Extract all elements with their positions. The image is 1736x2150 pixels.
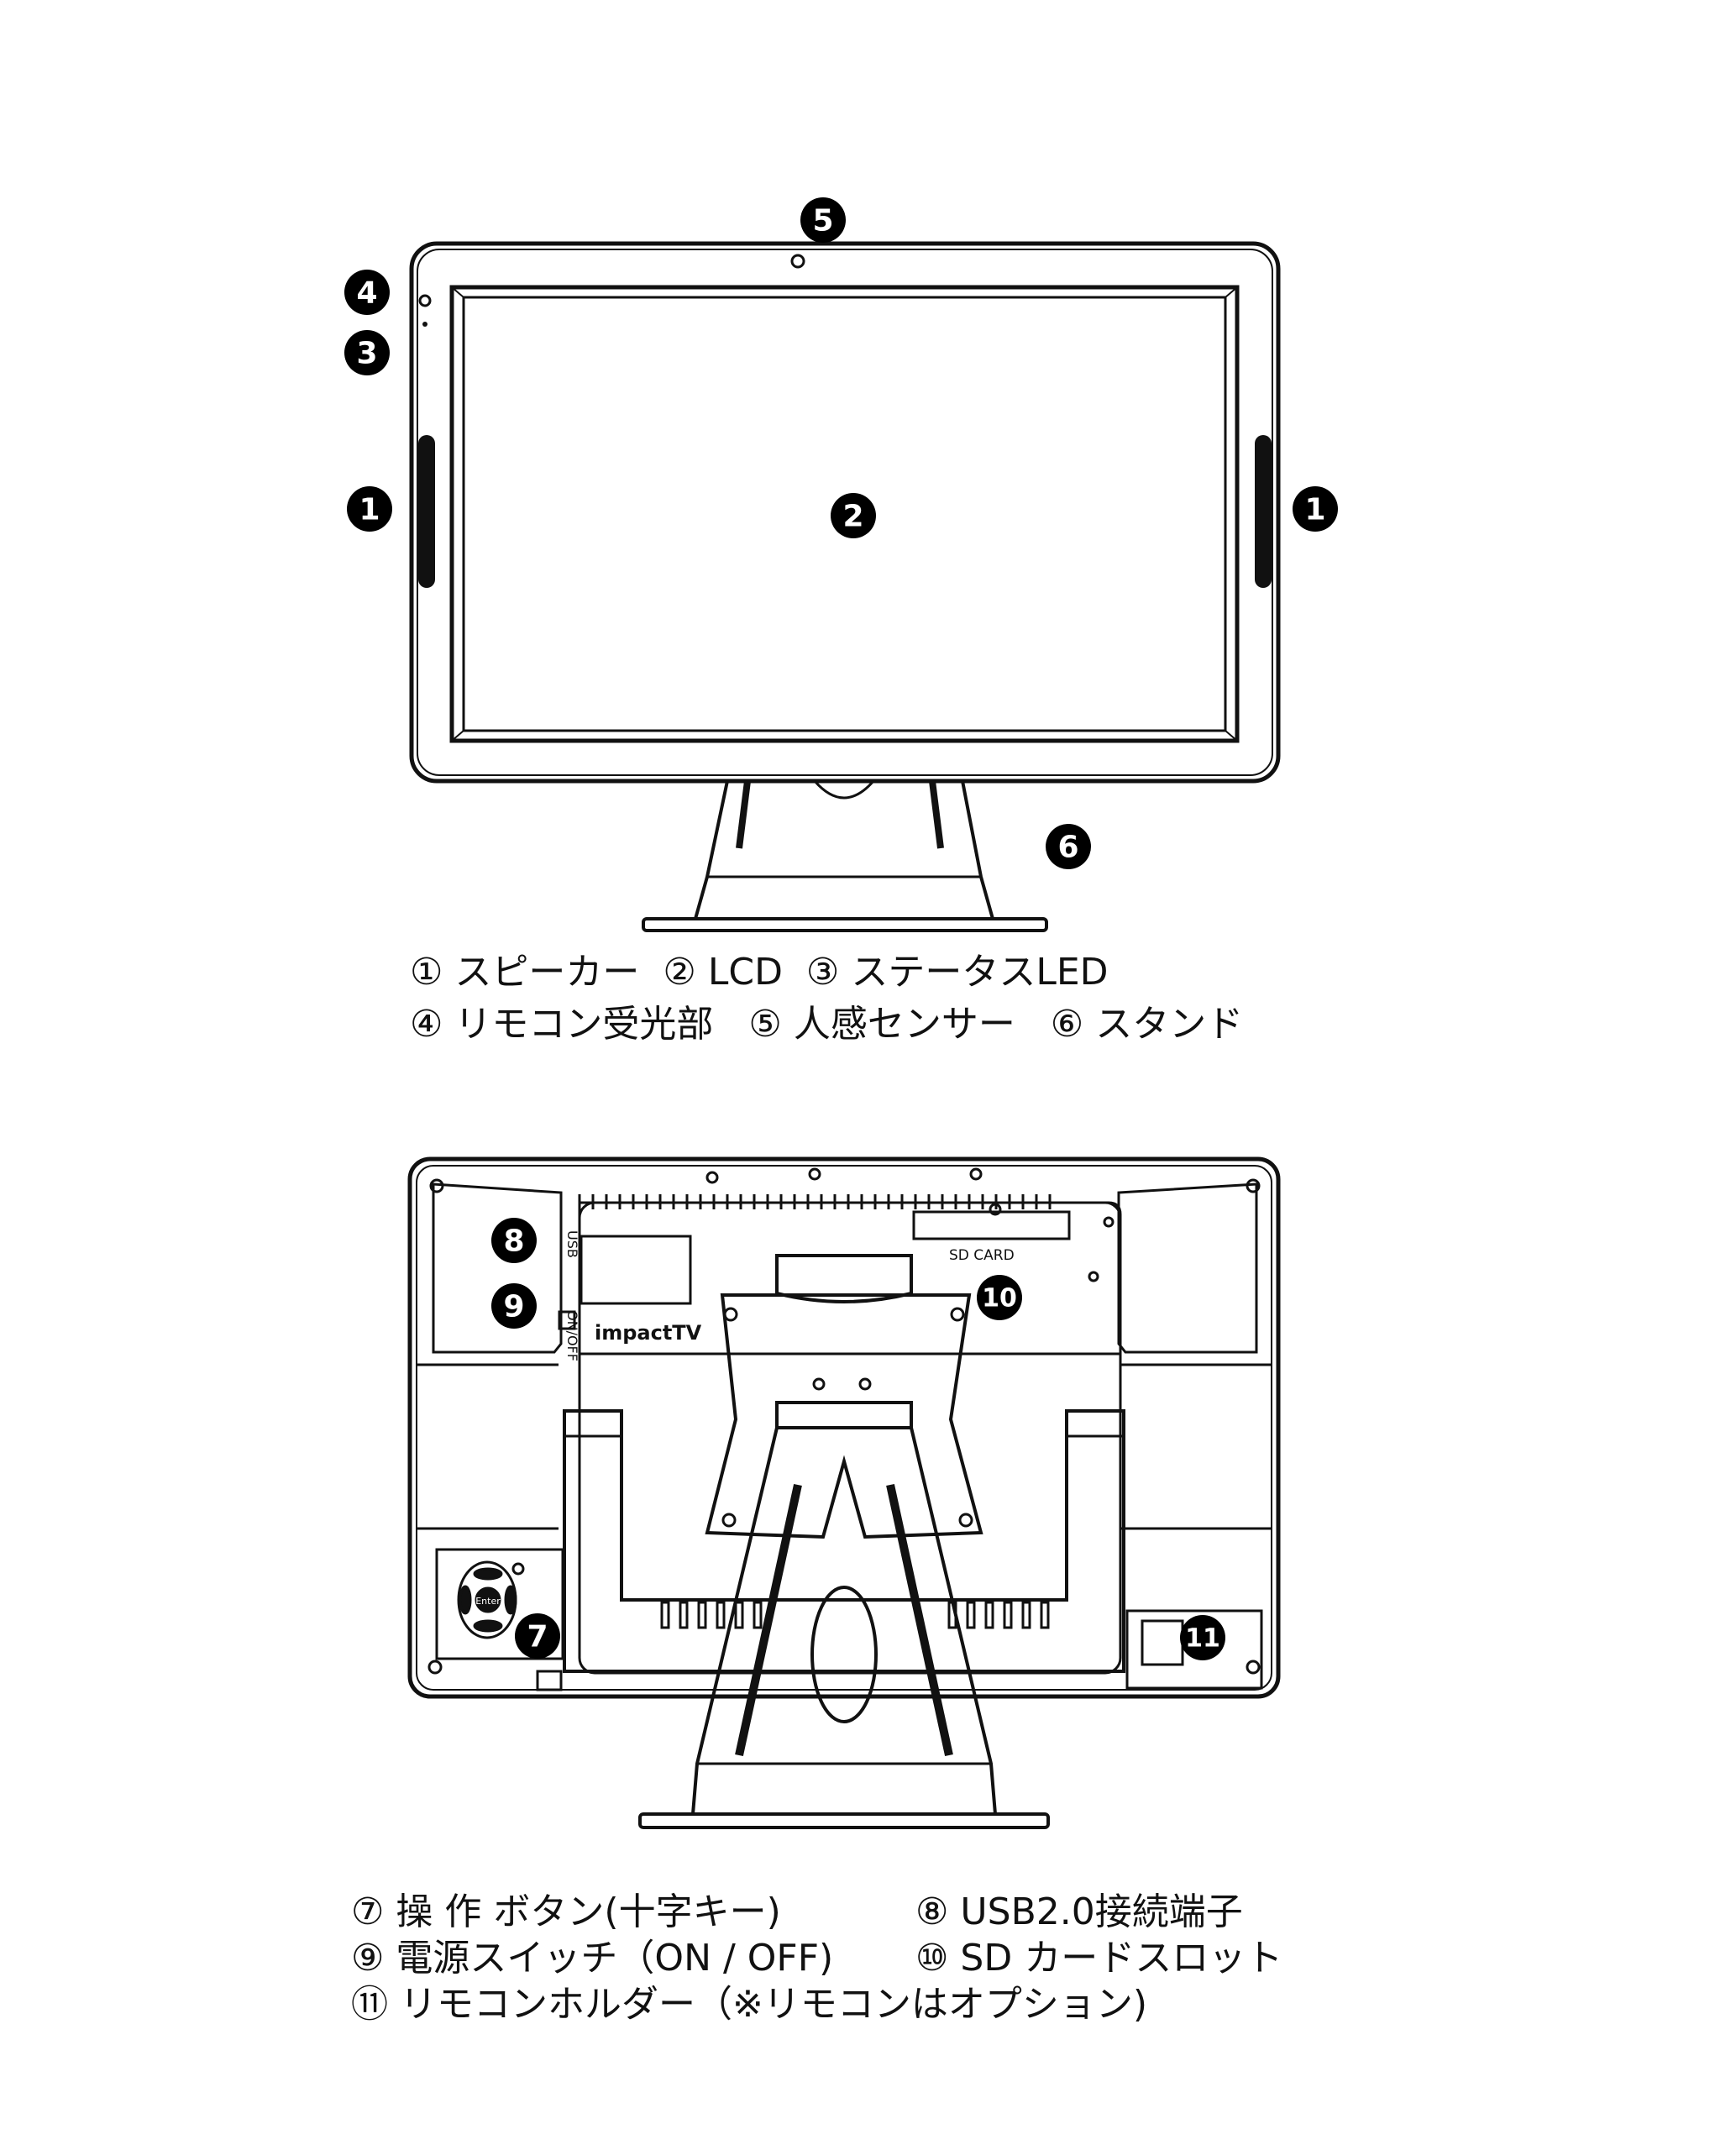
back-legend-item9: ⑨ 電源スイッチ（ON / OFF) xyxy=(351,1937,834,1980)
svg-text:5: 5 xyxy=(812,204,833,239)
motion-sensor-lens xyxy=(790,254,805,269)
callout-power-switch: 9 xyxy=(491,1283,537,1329)
svg-text:10: 10 xyxy=(982,1284,1017,1314)
label-sticker xyxy=(580,1235,692,1305)
callout-usb-port: 8 xyxy=(491,1218,537,1263)
speaker-left-grille xyxy=(418,435,435,588)
top-vents xyxy=(578,1194,1052,1209)
screws xyxy=(427,1167,1261,1675)
callout-control-buttons: 7 xyxy=(515,1613,560,1659)
back-view xyxy=(407,1156,1281,1829)
svg-text:7: 7 xyxy=(527,1620,548,1654)
svg-text:2: 2 xyxy=(842,500,863,534)
callout-status-led: 3 xyxy=(344,330,390,375)
front-bezel xyxy=(409,241,1281,784)
lcd-screen xyxy=(449,285,1240,743)
svg-text:8: 8 xyxy=(503,1224,524,1259)
front-view xyxy=(409,241,1281,932)
svg-text:1: 1 xyxy=(359,493,380,527)
status-led xyxy=(422,322,427,327)
callout-speaker-right: 1 xyxy=(1293,486,1338,532)
sd-card-slot xyxy=(912,1210,1071,1240)
callout-lcd: 2 xyxy=(831,493,876,538)
back-stand xyxy=(638,1427,1050,1829)
svg-text:6: 6 xyxy=(1057,831,1078,865)
sd-card-label: SD CARD xyxy=(949,1247,1015,1264)
svg-text:1: 1 xyxy=(1304,493,1325,527)
callout-stand: 6 xyxy=(1046,824,1091,869)
back-legend-item11: ⑪ リモコンホルダー（※リモコンはオプション) xyxy=(351,1983,1148,2026)
brand-logo: impactTV xyxy=(595,1321,702,1345)
control-panel-recess xyxy=(435,1548,564,1660)
enter-label: Enter xyxy=(475,1596,501,1607)
back-legend-item8: ⑧ USB2.0接続端子 xyxy=(915,1890,1243,1933)
back-panel-labels: USB ON/OFF SD CARD impactTV Enter xyxy=(475,1230,1014,1607)
svg-text:9: 9 xyxy=(503,1290,524,1324)
back-legend-item10: ⑩ SD カードスロット xyxy=(915,1937,1283,1980)
front-stand xyxy=(642,780,1048,932)
usb-label: USB xyxy=(564,1230,580,1258)
callout-sd-slot: 10 xyxy=(977,1275,1022,1320)
remote-receiver-window xyxy=(418,294,432,307)
back-callouts: 7 8 9 10 11 xyxy=(491,1218,1225,1660)
callout-speaker-left: 1 xyxy=(347,486,392,532)
svg-text:4: 4 xyxy=(356,276,377,311)
vesa-plate xyxy=(705,1293,983,1539)
remote-holder xyxy=(1125,1609,1263,1690)
callout-remote-holder: 11 xyxy=(1180,1615,1225,1660)
speaker-right-grille xyxy=(1255,435,1272,588)
back-legend-item7: ⑦ 操 作 ボタン(十字キー) xyxy=(351,1890,781,1933)
dpad-buttons xyxy=(457,1560,525,1639)
on-off-label: ON/OFF xyxy=(564,1310,580,1361)
front-legend-line1: ① スピーカー ② LCD ③ ステータスLED xyxy=(410,951,1109,994)
front-callouts: 1 1 2 3 4 5 6 xyxy=(344,197,1338,869)
svg-text:11: 11 xyxy=(1185,1624,1220,1654)
front-legend-line2: ④ リモコン受光部 ⑤ 人感センサー ⑥ スタンド xyxy=(410,1003,1244,1046)
bottom-vents xyxy=(660,1601,1050,1629)
svg-text:3: 3 xyxy=(356,337,377,371)
back-housing xyxy=(407,1156,1281,1699)
callout-remote-receiver: 4 xyxy=(344,270,390,315)
callout-motion-sensor: 5 xyxy=(800,197,846,243)
